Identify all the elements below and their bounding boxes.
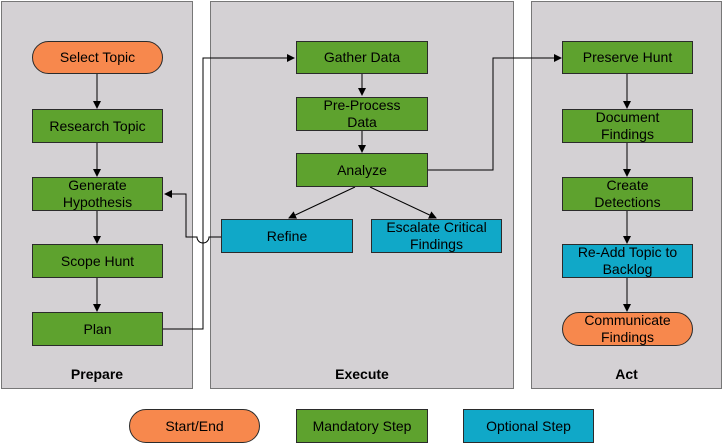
generate-hypothesis-node: Generate Hypothesis <box>32 177 163 211</box>
communicate-findings-node: Communicate Findings <box>562 312 693 346</box>
readd-topic-node: Re-Add Topic to Backlog <box>562 244 693 278</box>
plan-node: Plan <box>32 312 163 346</box>
act-panel-label: Act <box>615 366 638 382</box>
create-detections-node: Create Detections <box>562 177 693 211</box>
execute-panel-label: Execute <box>335 366 389 382</box>
arrow-refine-to-generate <box>164 190 221 244</box>
legend-optional-step: Optional Step <box>463 409 594 443</box>
arrow-analyze-to-escalate <box>369 186 437 219</box>
arrow-plan-to-gather <box>163 54 295 330</box>
preserve-hunt-node: Preserve Hunt <box>562 41 693 74</box>
select-topic-node: Select Topic <box>32 41 163 74</box>
legend-mandatory-step: Mandatory Step <box>296 409 428 443</box>
document-findings-node: Document Findings <box>562 109 693 143</box>
preprocess-data-node: Pre-Process Data <box>296 97 428 131</box>
analyze-node: Analyze <box>296 153 428 187</box>
research-topic-node: Research Topic <box>32 109 163 143</box>
legend-start-end: Start/End <box>129 409 260 443</box>
refine-node: Refine <box>221 219 353 253</box>
arrow-analyze-to-refine <box>288 186 356 219</box>
prepare-panel-label: Prepare <box>70 366 124 382</box>
arrow-analyze-to-preserve <box>428 54 562 171</box>
gather-data-node: Gather Data <box>296 41 428 74</box>
scope-hunt-node: Scope Hunt <box>32 244 163 278</box>
escalate-findings-node: Escalate Critical Findings <box>371 219 502 253</box>
